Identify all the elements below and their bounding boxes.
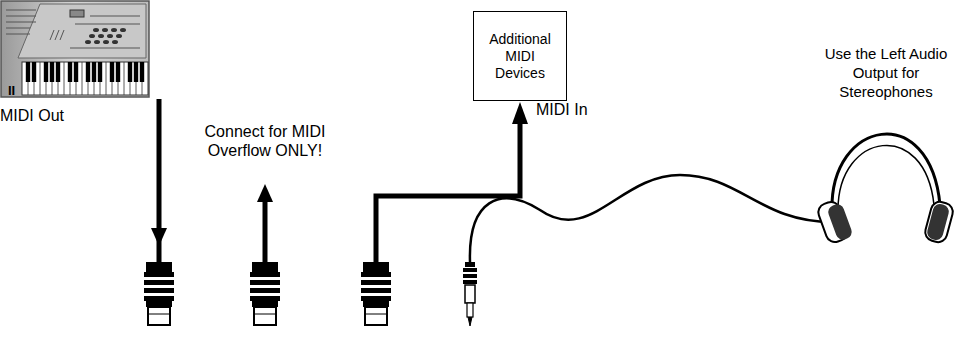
note-label: Use the Left Audio Output for Stereophon… (822, 44, 950, 101)
midi-cable (361, 102, 528, 325)
box-text: Additional MIDI Devices (474, 27, 566, 86)
audio-cable (463, 175, 832, 326)
device-box: Additional MIDI Devices (473, 11, 567, 101)
midi-cable (250, 184, 280, 325)
keyboard-illustration (1, 1, 149, 97)
port-label: MIDI In (536, 100, 616, 119)
logo-text: II (8, 84, 28, 98)
midi-cable (144, 99, 174, 325)
port-label: MIDI Out (0, 106, 90, 125)
note-label: Connect for MIDI Overflow ONLY! (202, 122, 328, 160)
headphones (816, 134, 955, 244)
